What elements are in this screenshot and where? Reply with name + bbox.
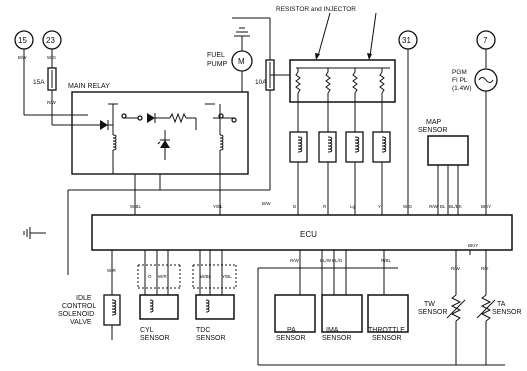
main-relay-box	[71, 91, 249, 175]
pgm-lamp	[474, 49, 498, 215]
wire-wbl: W/BL	[200, 274, 211, 279]
resistors	[295, 67, 390, 94]
injectors	[289, 93, 391, 215]
wire-b: B	[293, 204, 296, 209]
ecu-label: ECU	[300, 230, 317, 239]
tw-label-2: SENSOR	[418, 309, 448, 316]
wire-rw-ecu: R/W	[429, 204, 439, 209]
resistor-box	[289, 59, 396, 103]
wire-ybl2: Y/BL	[222, 274, 232, 279]
tdc-label-2: SENSOR	[196, 335, 226, 342]
pa-sensor-box	[274, 294, 316, 333]
wire-wr2: W/R	[158, 274, 167, 279]
wire-ry: R/Y	[481, 266, 489, 271]
ecu-box	[91, 214, 513, 251]
wire-wbl-relay: W/BL	[130, 204, 141, 209]
resistor-injector-title: RESISTOR and INJECTOR	[276, 6, 356, 13]
pa-label-1: PA	[287, 327, 296, 334]
fuel-pump-label-1: FUEL	[207, 52, 225, 59]
pgm-lamp-label-3: (1.4W)	[452, 85, 472, 92]
wire-rw3: R/W	[451, 266, 461, 271]
wire-r: R	[323, 204, 327, 209]
wire-fuse23	[47, 49, 78, 126]
wire-rbl: R/BL	[381, 258, 392, 263]
map-sensor-label-2: SENSOR	[418, 127, 448, 134]
throttle-label-1: THROTTLE	[368, 327, 405, 334]
ta-label-1: TA	[497, 301, 506, 308]
throttle-sensor-box	[367, 294, 409, 333]
ta-label-2: SENSOR	[492, 309, 522, 316]
pa-label-2: SENSOR	[276, 335, 306, 342]
ima-label-1: IMA	[326, 327, 339, 334]
tdc-label-1: TDC	[196, 327, 210, 334]
wire-blw: BL/W	[320, 258, 332, 263]
svg-text:23: 23	[46, 36, 55, 45]
wire-y: Y	[378, 204, 381, 209]
ima-sensor-box	[321, 294, 363, 333]
svg-text:M: M	[238, 57, 245, 66]
fuse-15: 15	[14, 30, 34, 50]
wire-bl: BL	[440, 204, 446, 209]
pgm-lamp-label-2: FI PL	[452, 77, 468, 84]
map-sensor-label-1: MAP	[426, 119, 442, 126]
idle-label-3: SOLENOID	[58, 311, 94, 318]
cyl-label-2: SENSOR	[140, 335, 170, 342]
ground-symbol-left	[23, 215, 69, 275]
wire-ybl-relay: Y/BL	[213, 204, 223, 209]
fuse-7: 7	[476, 30, 496, 50]
wire-rw2: R/W	[290, 258, 300, 263]
svg-text:15: 15	[18, 36, 27, 45]
wire-o: O	[148, 274, 152, 279]
ta-sensor	[469, 250, 496, 365]
tw-label-1: TW	[424, 301, 435, 308]
svg-text:7: 7	[483, 36, 488, 45]
wire-bky: BK/Y	[481, 204, 491, 209]
tdc-sensor	[192, 250, 237, 320]
ima-label-2: SENSOR	[322, 335, 352, 342]
idle-valve	[103, 250, 121, 340]
wire-bw-fuel: B/W	[262, 201, 271, 206]
wire-wr: W/R	[107, 268, 116, 273]
map-sensor-wires	[437, 165, 459, 215]
wire-rw-f23: R/W	[47, 100, 57, 105]
tw-sensor	[446, 250, 466, 365]
sensor-bus	[257, 250, 505, 366]
wire-bky2: BK/Y	[468, 243, 478, 248]
wire-bw-f15: B/W	[18, 55, 27, 60]
pgm-lamp-label-1: PGM	[452, 69, 467, 76]
svg-text:31: 31	[402, 36, 411, 45]
fuse-10a-label: 10A	[255, 79, 267, 86]
main-relay-internals	[78, 103, 237, 174]
cyl-sensor	[137, 250, 181, 320]
wire-blbk: BL/BK	[449, 204, 462, 209]
fuse-31: 31	[398, 30, 418, 50]
idle-label-1: IDLE	[76, 295, 92, 302]
main-relay-label: MAIN RELAY	[68, 83, 110, 90]
fuse-10a	[232, 17, 290, 190]
idle-label-4: VALVE	[70, 319, 92, 326]
throttle-label-2: SENSOR	[372, 335, 402, 342]
fuel-pump-label-2: PUMP	[207, 61, 228, 68]
fuel-pump: M	[231, 27, 253, 92]
title-arrows	[315, 12, 377, 60]
wire-wg-ecu: W/G	[403, 204, 412, 209]
cyl-label-1: CYL	[140, 327, 154, 334]
relay-to-ecu-wires	[67, 174, 270, 215]
fuse-23: 23	[42, 30, 62, 50]
wire-lg: Lg	[350, 204, 356, 209]
fuse-15a-label: 15A	[33, 79, 45, 86]
map-sensor-box	[427, 135, 469, 166]
wire-blg: BL/G	[332, 258, 343, 263]
idle-label-2: CONTROL	[62, 303, 96, 310]
wire-fuse15	[23, 49, 88, 116]
